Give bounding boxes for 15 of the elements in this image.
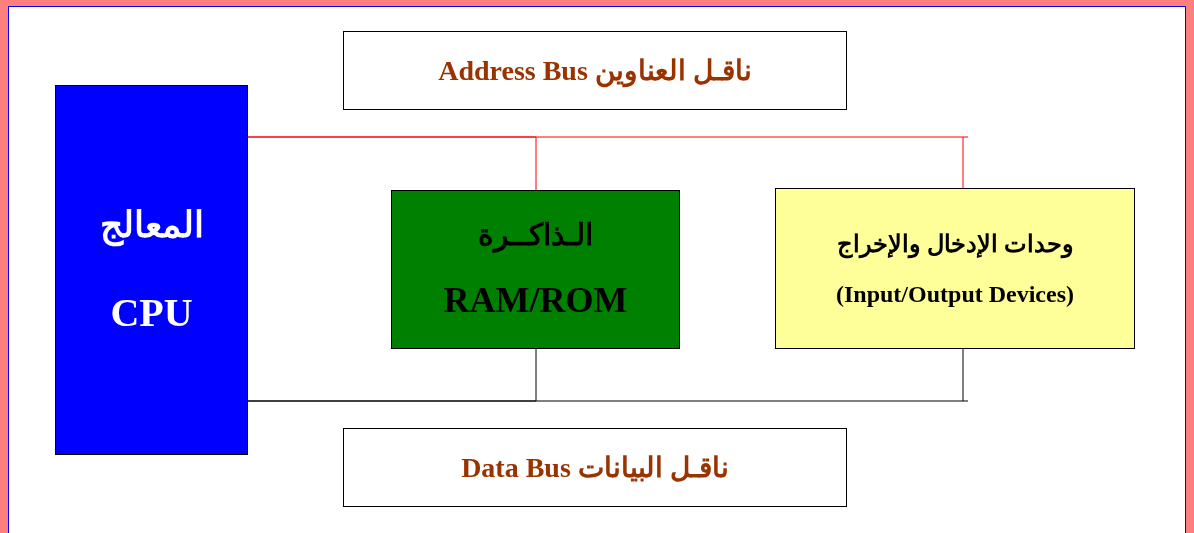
bus-line [247, 136, 964, 189]
io-devices-box [775, 188, 1135, 349]
box-label: (Input/Output Devices) [836, 279, 1074, 309]
box-label: ناقـل العناوين Address Bus [438, 54, 752, 88]
box-label: وحدات الإدخال والإخراج [836, 229, 1074, 259]
memory-box [391, 190, 680, 349]
box-label: CPU [110, 288, 193, 337]
box-label: RAM/ROM [443, 278, 628, 322]
bus-label-box [343, 31, 847, 110]
processor-box [55, 85, 248, 455]
box-label: ناقـل البيانات Data Bus [461, 451, 729, 485]
bus-label-box [343, 428, 847, 507]
box-label: المعالج [99, 203, 204, 248]
bus-line [247, 348, 964, 402]
box-label: الـذاكــرة [478, 217, 593, 254]
